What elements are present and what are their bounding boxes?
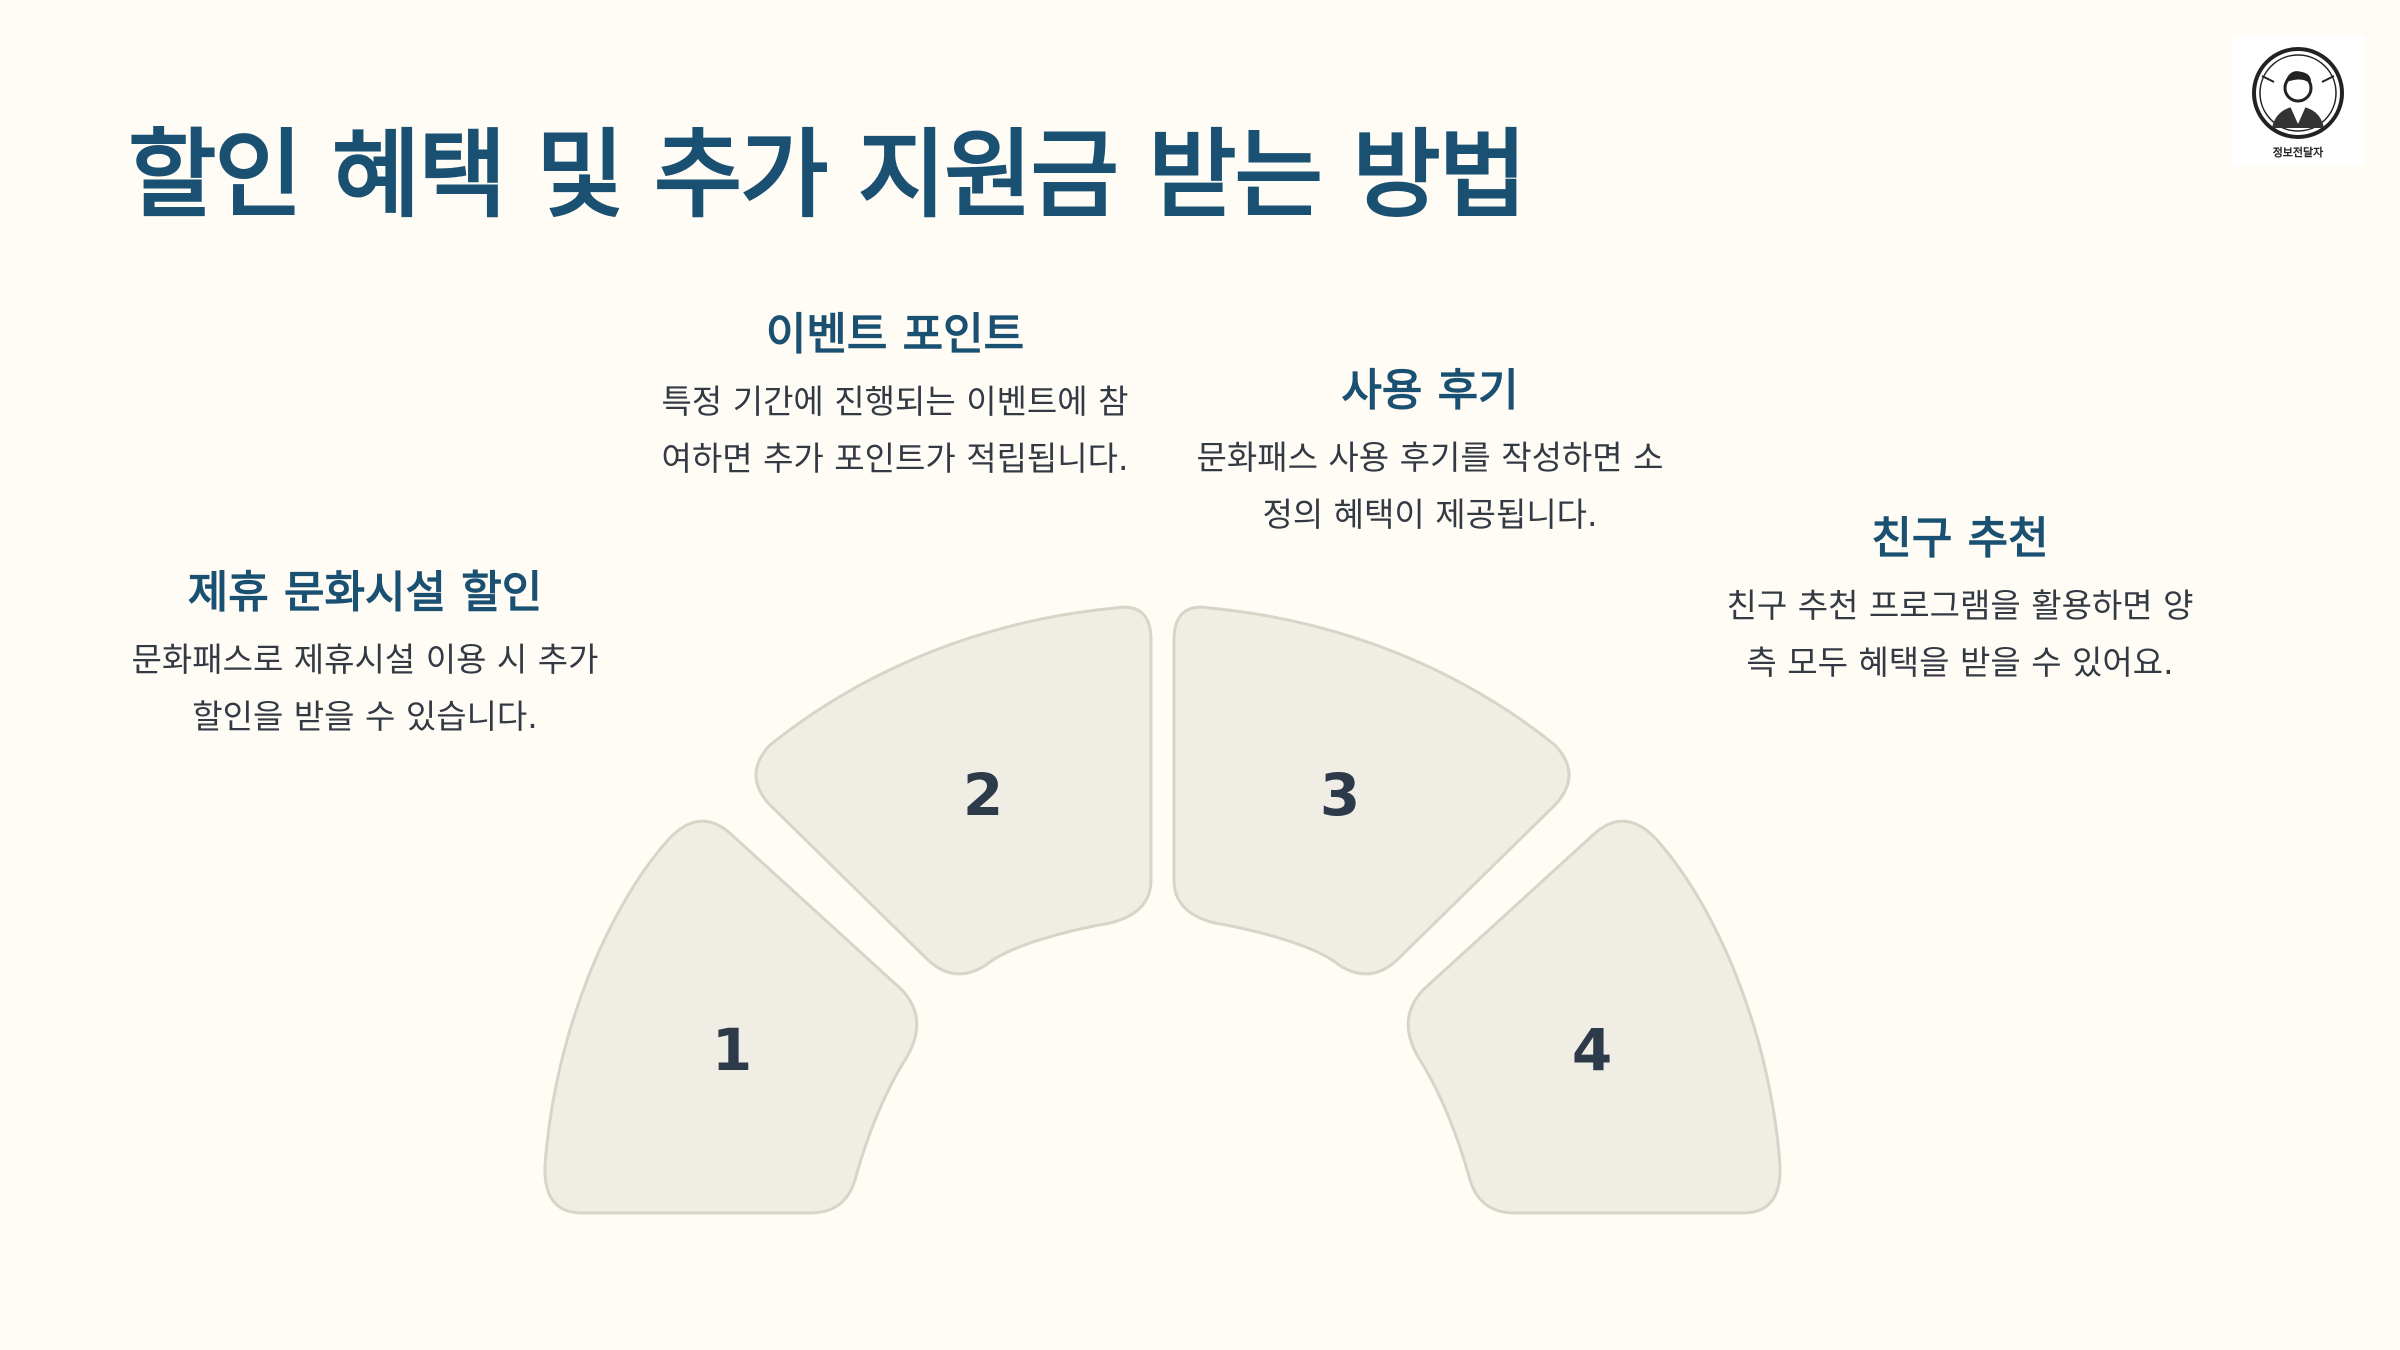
item-description: 친구 추천 프로그램을 활용하면 양측 모두 혜택을 받을 수 있어요. (1726, 586, 2194, 683)
item-event-points: 이벤트 포인트 특정 기간에 진행되는 이벤트에 참여하면 추가 포인트가 적립… (650, 306, 1140, 487)
segment-number-1: 1 (712, 1016, 752, 1084)
arc-segment-4 (1406, 819, 1782, 1215)
logo-label: 정보전달자 (2272, 146, 2324, 159)
item-heading: 친구 추천 (1871, 513, 2049, 564)
arc-segment-3 (1172, 605, 1571, 976)
item-heading: 제휴 문화시설 할인 (187, 567, 543, 618)
item-review: 사용 후기 문화패스 사용 후기를 작성하면 소정의 혜택이 제공됩니다. (1190, 362, 1670, 543)
item-description: 문화패스로 제휴시설 이용 시 추가 할인을 받을 수 있습니다. (131, 640, 599, 737)
item-heading: 사용 후기 (1341, 365, 1519, 416)
item-partner-discount: 제휴 문화시설 할인 문화패스로 제휴시설 이용 시 추가 할인을 받을 수 있… (120, 564, 610, 745)
item-description: 특정 기간에 진행되는 이벤트에 참여하면 추가 포인트가 적립됩니다. (661, 382, 1129, 479)
segment-number-3: 3 (1320, 761, 1360, 829)
item-friend-referral: 친구 추천 친구 추천 프로그램을 활용하면 양측 모두 혜택을 받을 수 있어… (1720, 510, 2200, 691)
person-avatar-icon (2252, 47, 2344, 139)
brand-logo: 정보전달자 (2232, 36, 2364, 166)
page-title: 할인 혜택 및 추가 지원금 받는 방법 (128, 119, 1527, 231)
arc-segment-1 (543, 819, 919, 1215)
segment-number-2: 2 (963, 761, 1003, 829)
item-description: 문화패스 사용 후기를 작성하면 소정의 혜택이 제공됩니다. (1196, 438, 1664, 535)
segment-number-4: 4 (1572, 1016, 1612, 1084)
item-heading: 이벤트 포인트 (765, 309, 1025, 360)
arc-segment-2 (754, 605, 1153, 976)
